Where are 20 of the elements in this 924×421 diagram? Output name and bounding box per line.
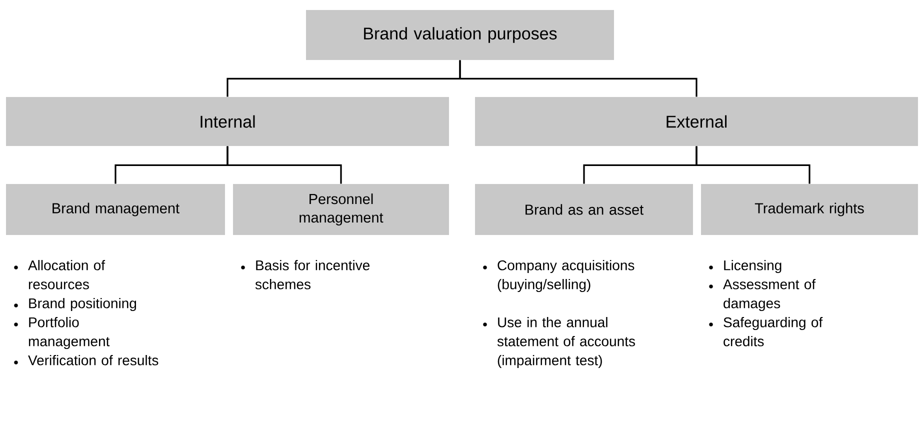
category-box: Personnel management xyxy=(233,184,449,235)
connector-line xyxy=(696,146,810,184)
list-item: Assessment of damages xyxy=(723,279,816,312)
category-box: External xyxy=(475,97,918,146)
category-box: Internal xyxy=(6,97,449,146)
category-box: Brand valuation purposes xyxy=(306,10,614,60)
connector-line xyxy=(226,146,342,184)
list-item: Licensing xyxy=(724,260,782,274)
list-item: Company acquisitions (buying/selling) xyxy=(498,260,634,292)
connector-line xyxy=(459,60,698,97)
category-box: Trademark rights xyxy=(701,184,918,235)
list-item: Allocation of resources xyxy=(28,260,106,290)
list-item: Basis for incentive schemes xyxy=(255,260,370,290)
list-item: Use in the annual statement of accounts (impairment test) xyxy=(497,317,635,368)
category-box: Brand as an asset xyxy=(475,184,693,235)
list-item: Brand positioning xyxy=(29,298,136,312)
list-item: Safeguarding of credits xyxy=(724,317,823,346)
list-item: Portfolio management xyxy=(28,317,110,350)
category-box: Brand management xyxy=(6,184,225,235)
list-item: Verification of results xyxy=(28,355,158,366)
